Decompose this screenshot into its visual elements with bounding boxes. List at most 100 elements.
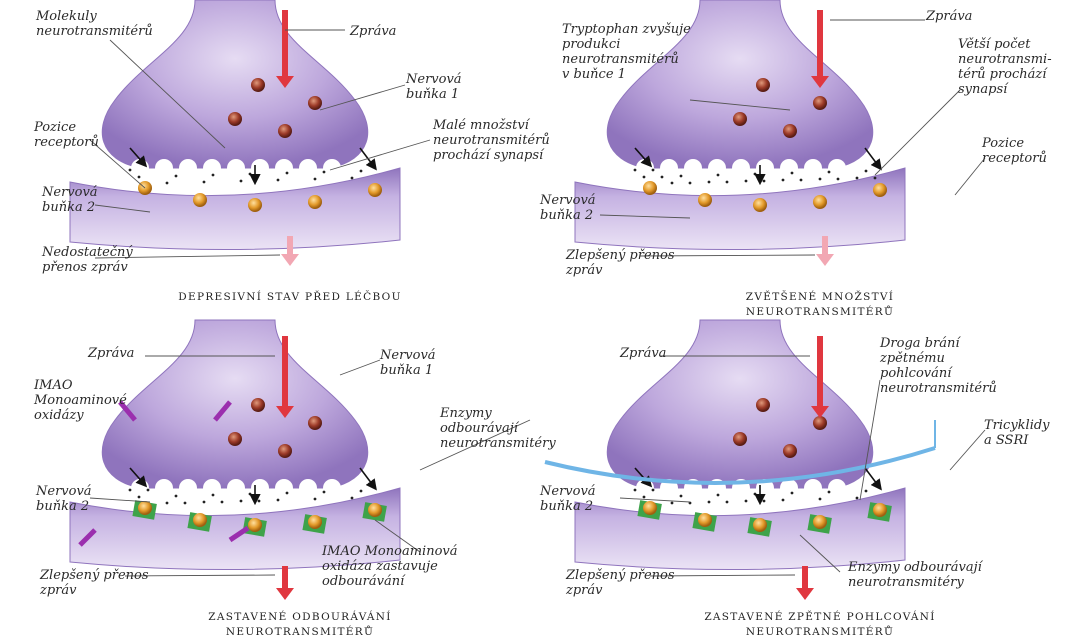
synaptic-dot: [258, 500, 261, 503]
synaptic-dot: [351, 177, 354, 180]
label-more-neurotransmitters: Větší počet neurotransmi- térů prochází …: [958, 37, 1052, 97]
membrane-vesicle: [299, 479, 317, 497]
membrane-vesicle: [804, 159, 822, 177]
label-transfer: Zlepšený přenos zpráv: [566, 248, 675, 278]
leader-line: [90, 498, 150, 502]
postsynaptic-cell: [575, 488, 905, 570]
label-small-amount: Malé množství neurotransmitérů prochází …: [433, 118, 550, 163]
reuptake-arrow: [865, 148, 880, 168]
label-imao-stop: IMAO Monoaminová oxidáza zastavuje odbou…: [322, 544, 458, 589]
membrane-vesicle: [155, 479, 173, 497]
neurotransmitter-molecule: [228, 112, 242, 126]
membrane-vesicle: [131, 479, 149, 497]
membrane-vesicle: [660, 159, 678, 177]
label-molecules: Molekuly neurotransmitérů: [36, 9, 153, 39]
synaptic-dot: [661, 176, 664, 179]
receptor-site: [753, 198, 767, 212]
caption-panel-4: Zastavené zpětné pohlcování neurotransmi…: [610, 610, 1030, 640]
membrane-vesicle: [780, 159, 798, 177]
reuptake-arrow: [360, 468, 375, 488]
label-message: Zpráva: [350, 24, 396, 39]
synaptic-dot: [652, 169, 655, 172]
membrane-vesicle: [227, 159, 245, 177]
synaptic-dot: [634, 489, 637, 492]
neurotransmitter-molecule: [783, 124, 797, 138]
postsynaptic-cell: [575, 168, 905, 250]
membrane-vesicle: [804, 479, 822, 497]
synaptic-dot: [323, 171, 326, 174]
synaptic-dot: [212, 174, 215, 177]
neurotransmitter-molecule: [251, 398, 265, 412]
synaptic-dot: [819, 178, 822, 181]
neurotransmitter-molecule: [251, 78, 265, 92]
label-cell-2: Nervová buňka 2: [540, 484, 596, 514]
synaptic-dot: [175, 495, 178, 498]
synaptic-dot: [652, 489, 655, 492]
membrane-vesicle: [179, 159, 197, 177]
neurotransmitter-molecule: [308, 416, 322, 430]
synaptic-dot: [203, 181, 206, 184]
synapse-panel: [545, 320, 935, 570]
membrane-vesicle: [323, 159, 341, 177]
synaptic-dot: [643, 496, 646, 499]
reuptake-arrow: [865, 468, 880, 488]
synaptic-dot: [240, 180, 243, 183]
synaptic-dot: [212, 494, 215, 497]
transmission-arrow-head: [276, 588, 294, 600]
membrane-vesicle: [756, 159, 774, 177]
synaptic-dot: [138, 496, 141, 499]
synaptic-dot: [314, 178, 317, 181]
synaptic-dot: [323, 491, 326, 494]
synaptic-dot: [865, 170, 868, 173]
synaptic-dot: [634, 169, 637, 172]
synaptic-dot: [221, 501, 224, 504]
synaptic-dot: [680, 175, 683, 178]
neurotransmitter-molecule: [733, 432, 747, 446]
synaptic-dot: [874, 177, 877, 180]
synaptic-dot: [754, 493, 757, 496]
membrane-vesicle: [636, 159, 654, 177]
membrane-vesicle: [227, 479, 245, 497]
membrane-vesicle: [828, 159, 846, 177]
synaptic-dot: [314, 498, 317, 501]
leader-line: [875, 90, 960, 175]
postsynaptic-cell: [70, 168, 400, 250]
receptor-site: [698, 193, 712, 207]
synaptic-dot: [277, 499, 280, 502]
synaptic-dot: [680, 495, 683, 498]
synaptic-dot: [726, 181, 729, 184]
synaptic-dot: [828, 171, 831, 174]
synaptic-dot: [689, 182, 692, 185]
synaptic-dot: [791, 172, 794, 175]
receptor-site: [248, 198, 262, 212]
synaptic-dot: [166, 502, 169, 505]
neurotransmitter-molecule: [278, 124, 292, 138]
receptor-site: [753, 518, 767, 532]
synaptic-dot: [763, 500, 766, 503]
leader-line: [620, 498, 690, 502]
receptor-site: [368, 183, 382, 197]
synaptic-dot: [671, 502, 674, 505]
synaptic-dot: [286, 492, 289, 495]
synaptic-dot: [249, 493, 252, 496]
synaptic-dot: [856, 497, 859, 500]
synaptic-dot: [249, 173, 252, 176]
presynaptic-cell: [102, 320, 367, 488]
synaptic-dot: [763, 180, 766, 183]
receptor-site: [248, 518, 262, 532]
neurotransmitter-molecule: [813, 96, 827, 110]
synaptic-dot: [754, 173, 757, 176]
neurotransmitter-molecule: [308, 96, 322, 110]
label-receptors: Pozice receptorů: [982, 136, 1047, 166]
synaptic-dot: [717, 174, 720, 177]
synaptic-dot: [671, 182, 674, 185]
synaptic-dot: [819, 498, 822, 501]
membrane-vesicle: [179, 479, 197, 497]
receptor-site: [813, 515, 827, 529]
receptor-site: [813, 195, 827, 209]
label-cell-1: Nervová buňka 1: [380, 348, 436, 378]
synaptic-dot: [286, 172, 289, 175]
synaptic-dot: [782, 179, 785, 182]
label-message: Zpráva: [88, 346, 134, 361]
